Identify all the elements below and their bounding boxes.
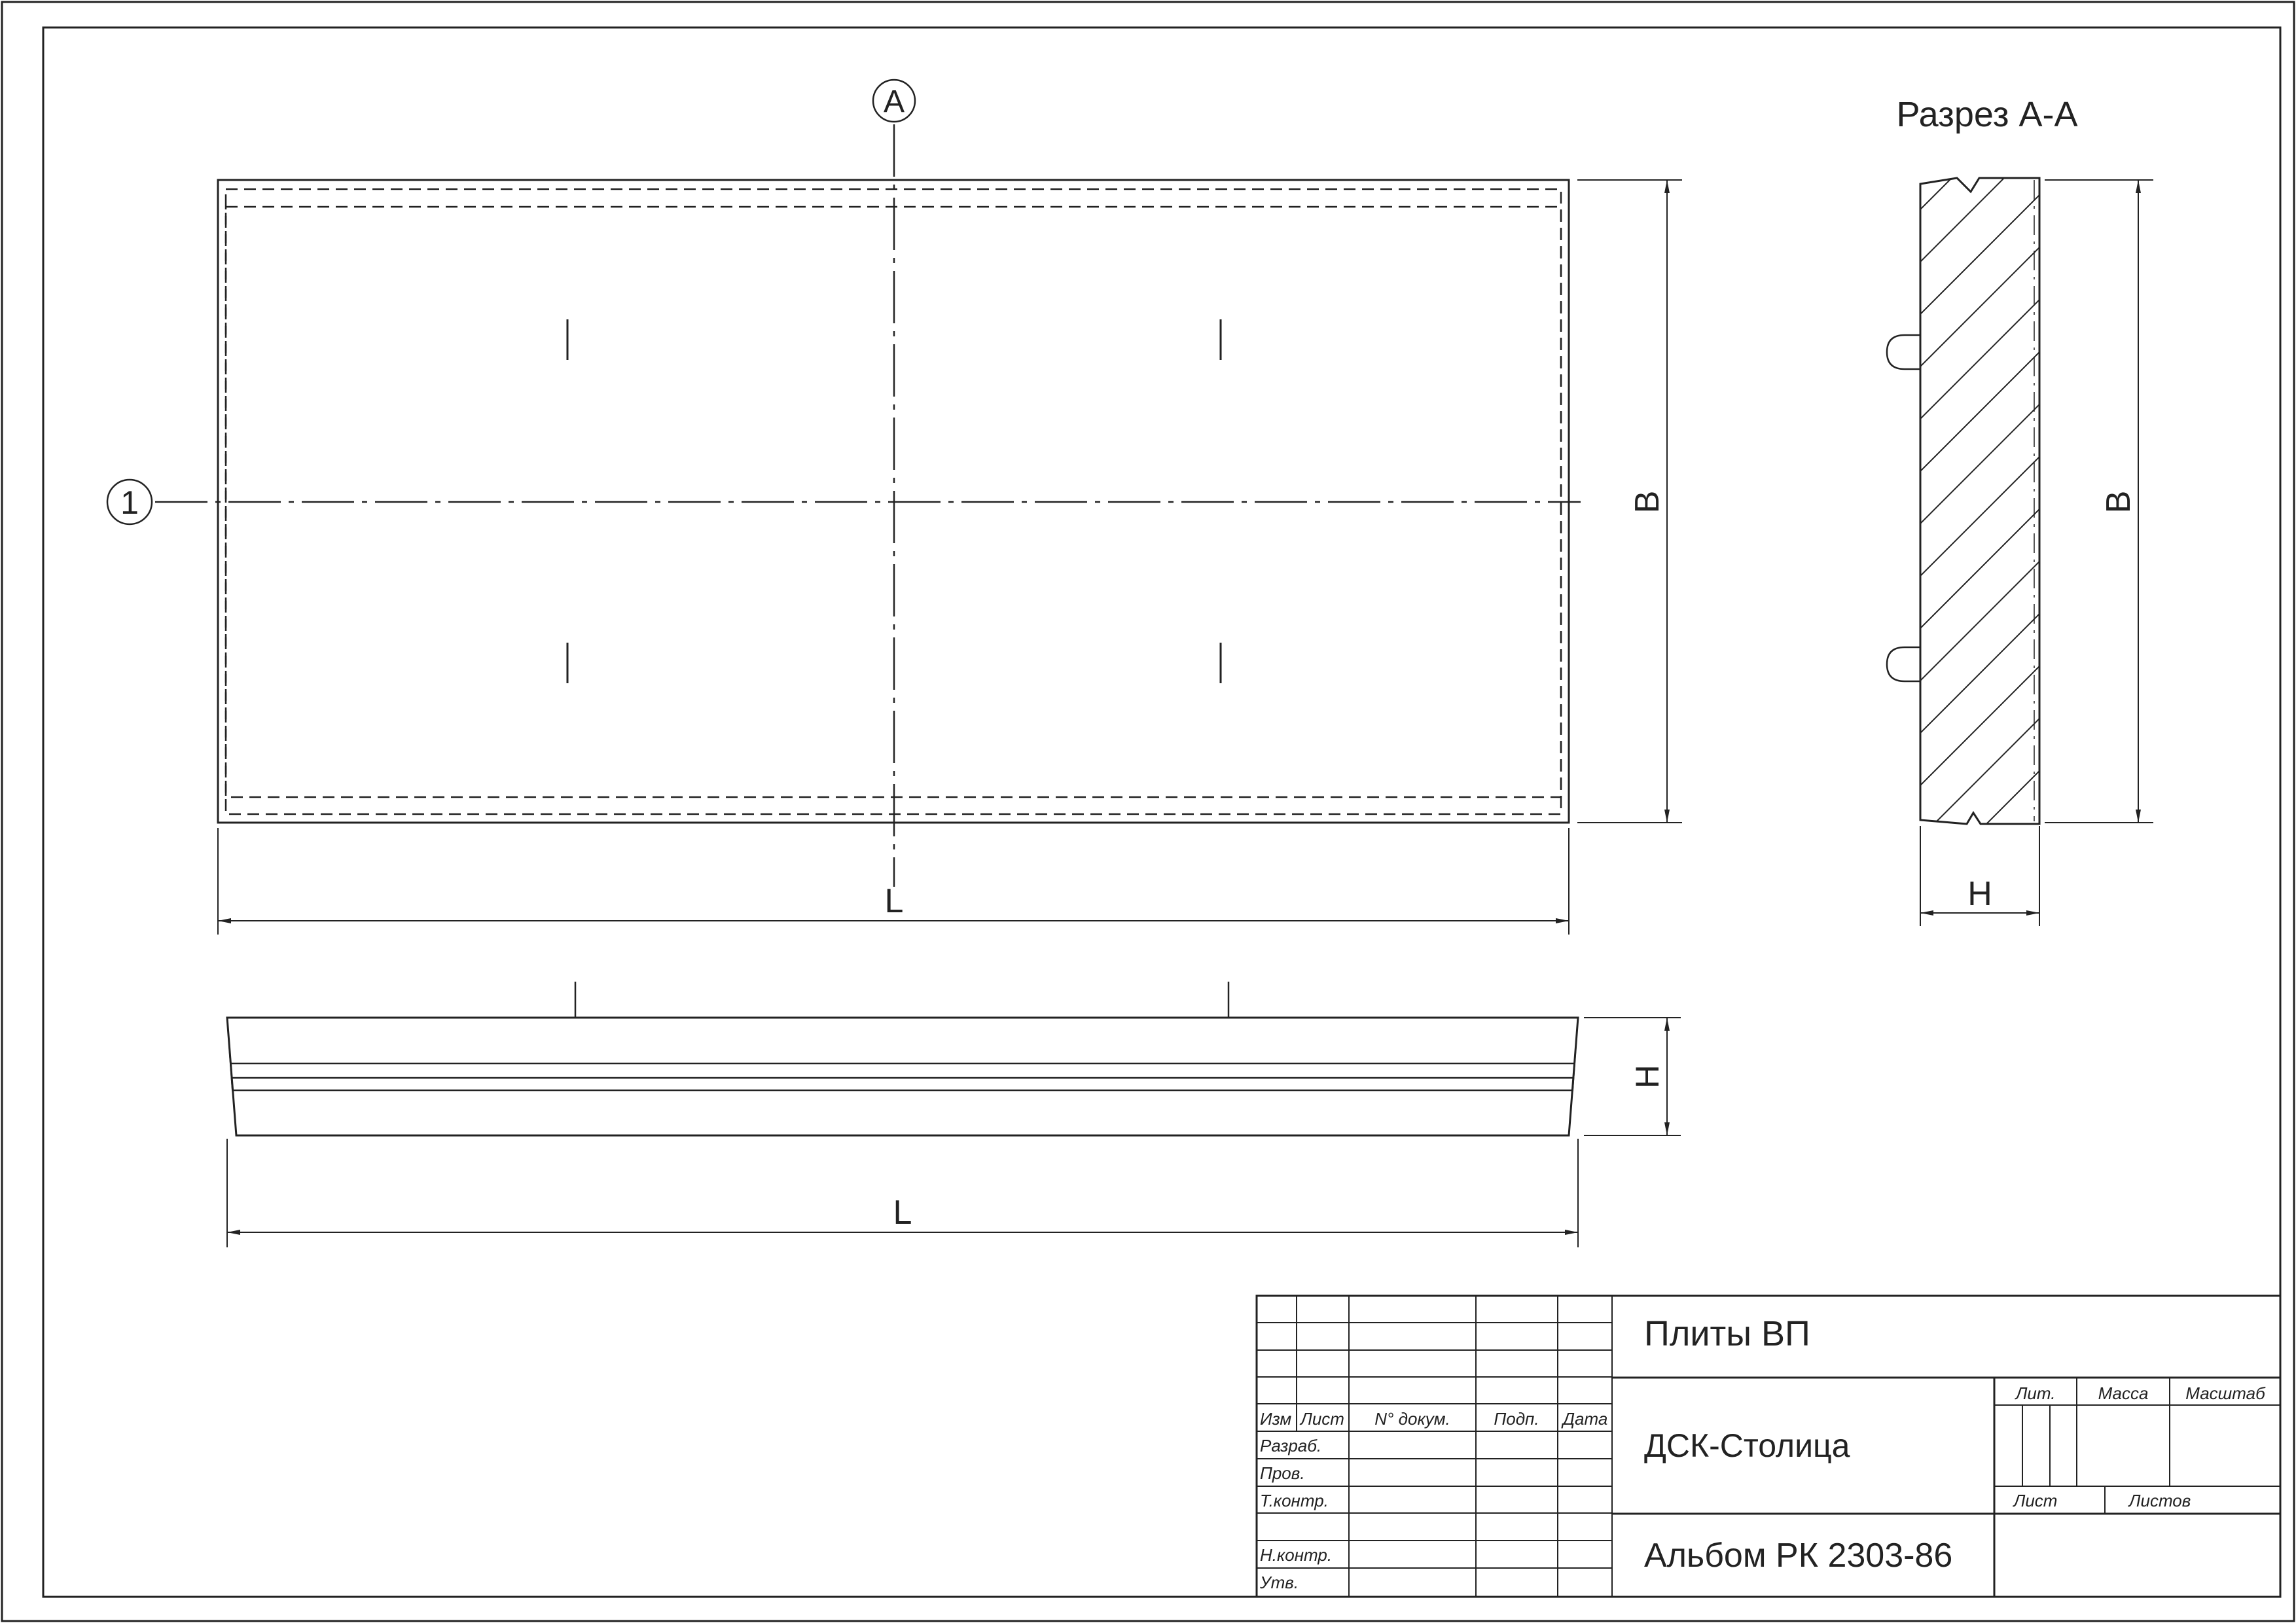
section-lifting-loop [1886, 646, 1920, 683]
role-norm-control: Н.контр. [1260, 1545, 1332, 1565]
section-width-label: B [2100, 491, 2138, 514]
role-checked: Пров. [1260, 1463, 1305, 1483]
elevation-thickness-label: H [1629, 1065, 1666, 1088]
document-number: Альбом РК 2303-86 [1644, 1537, 1952, 1575]
header-doc-no: N° докум. [1374, 1409, 1450, 1429]
axis-marker-circle [106, 478, 153, 526]
axis-marker-label: 1 [120, 484, 139, 521]
section-view: Разрез А-А B H [1886, 95, 2153, 926]
role-tech-control: Т.контр. [1260, 1491, 1329, 1510]
section-marker-label: А [884, 84, 905, 119]
drawing-title: Плиты ВП [1644, 1314, 1810, 1353]
section-lifting-loop [1886, 334, 1920, 370]
header-scale: Масштаб [2185, 1383, 2266, 1403]
role-approved: Утв. [1259, 1573, 1299, 1592]
header-list: Лист [1299, 1409, 1344, 1429]
elevation-length-label: L [893, 1194, 912, 1232]
sheet-inner-frame [42, 26, 2282, 1598]
header-sheets: Листов [2128, 1491, 2191, 1510]
elevation-edge-line [1572, 1017, 1579, 1091]
header-lit: Лит. [2015, 1383, 2056, 1403]
section-thickness-label: H [1967, 875, 1992, 913]
header-sheet: Лист [2013, 1491, 2058, 1510]
elevation-view: H L [226, 982, 1681, 1247]
title-block: Изм Лист N° докум. Подп. Дата Разраб. Пр… [1255, 1294, 2282, 1598]
title-block-frame [1255, 1294, 2282, 1598]
section-hatching [1920, 178, 2039, 824]
header-izm: Изм [1260, 1409, 1291, 1429]
elevation-outline [226, 1016, 1579, 1137]
header-mass: Масса [2098, 1383, 2149, 1403]
section-marker-circle [872, 79, 916, 123]
elevation-edge-line [226, 1017, 233, 1091]
section-outline [1919, 177, 2041, 825]
plan-length-label: L [885, 882, 904, 920]
plan-view: А 1 L B [106, 79, 1682, 935]
organization-name: ДСК-Столица [1644, 1427, 1850, 1464]
plan-width-label: B [1628, 491, 1666, 514]
section-title: Разрез А-А [1896, 95, 2077, 134]
header-sign: Подп. [1494, 1409, 1539, 1429]
header-date: Дата [1561, 1409, 1608, 1429]
role-developed: Разраб. [1260, 1436, 1321, 1455]
